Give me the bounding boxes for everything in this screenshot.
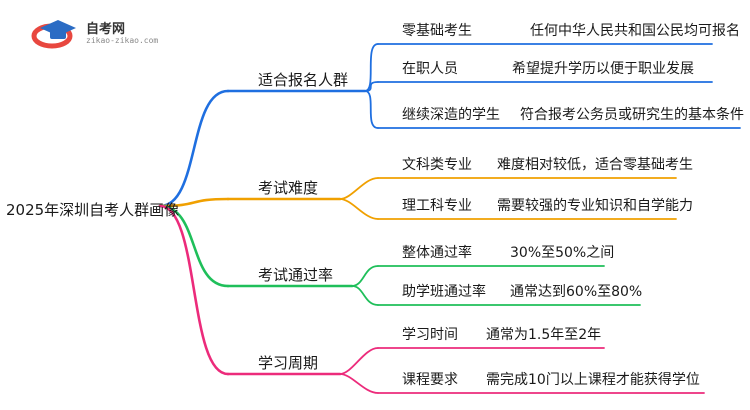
root-node: 2025年深圳自考人群画像	[6, 201, 180, 219]
child-detail: 通常为1.5年至2年	[486, 327, 602, 343]
child-detail: 通常达到60%至80%	[510, 284, 643, 300]
child-detail: 任何中华人民共和国公民均可报名	[530, 23, 740, 39]
site-url: zikao-zikao.com	[86, 36, 159, 45]
branch-connector	[158, 89, 230, 208]
branch-node: 考试通过率	[258, 266, 334, 284]
branch-connector	[158, 204, 230, 288]
child-detail: 希望提升学历以便于职业发展	[512, 61, 694, 77]
child-connector	[339, 177, 379, 200]
child-node: 继续深造的学生	[402, 107, 500, 123]
child-connector	[339, 347, 379, 375]
child-detail: 难度相对较低，适合零基础考生	[497, 157, 693, 173]
child-detail: 符合报考公务员或研究生的基本条件	[520, 107, 744, 123]
site-name: 自考网	[86, 22, 126, 37]
branch-node: 考试难度	[258, 179, 319, 197]
child-connector	[364, 90, 379, 129]
child-detail: 30%至50%之间	[510, 245, 615, 261]
child-connector	[351, 265, 379, 287]
child-node: 在职人员	[402, 61, 458, 77]
child-node: 整体通过率	[402, 245, 472, 261]
child-connector	[339, 198, 379, 220]
graduation-cap-icon	[31, 20, 76, 49]
child-node: 文科类专业	[402, 157, 472, 173]
branch-connector	[158, 204, 230, 376]
child-detail: 需完成10门以上课程才能获得学位	[486, 372, 700, 388]
child-node: 课程要求	[402, 372, 458, 388]
child-node: 学习时间	[402, 327, 458, 343]
child-detail: 需要较强的专业知识和自学能力	[497, 198, 693, 214]
child-node: 零基础考生	[402, 23, 472, 39]
child-connector	[351, 285, 379, 306]
child-connector	[339, 373, 379, 394]
branch-node: 学习周期	[258, 354, 319, 372]
child-connector	[364, 43, 379, 92]
branch-connector	[158, 197, 230, 208]
child-node: 理工科专业	[402, 198, 472, 214]
branch-node: 适合报名人群	[258, 71, 349, 89]
child-node: 助学班通过率	[402, 284, 486, 300]
site-logo: 自考网 zikao-zikao.com	[30, 14, 160, 50]
